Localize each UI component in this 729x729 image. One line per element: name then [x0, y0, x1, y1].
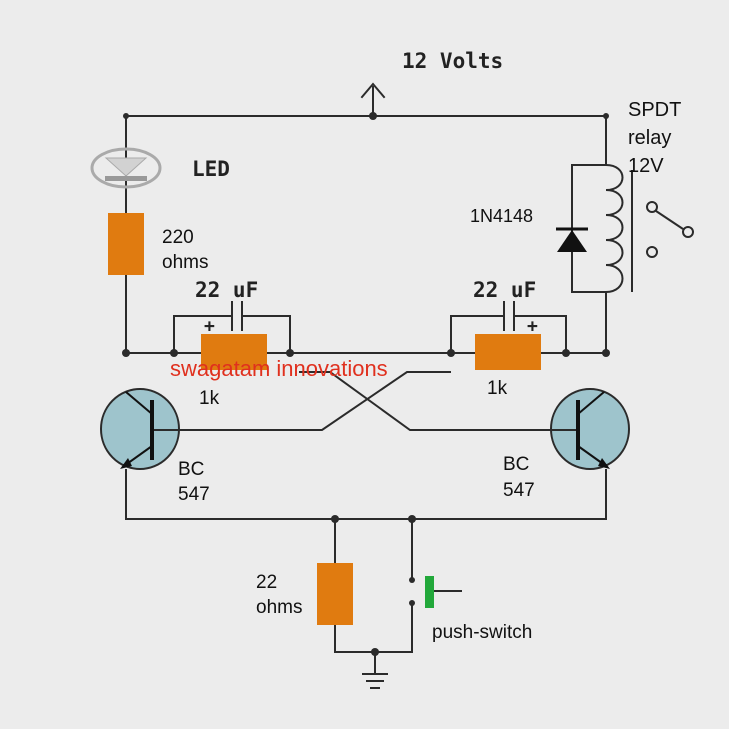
emitter-res-unit: ohms: [256, 597, 302, 618]
switch-contact-dot: [409, 600, 415, 606]
led-icon: [90, 147, 162, 189]
cross-wire-b: [299, 371, 553, 431]
cap-left-wire-b: [241, 315, 291, 354]
relay-label-3: 12V: [628, 155, 664, 177]
switch-contact-dot: [409, 577, 415, 583]
cap-left-polarity: +: [204, 316, 215, 337]
relay-contacts-icon: [646, 201, 694, 258]
cap-left-label: 22 uF: [195, 278, 258, 302]
resistor-220-unit: ohms: [162, 252, 208, 273]
cap-right-polarity: +: [527, 316, 538, 337]
junction-dots: [122, 112, 610, 656]
relay-coil-icon: [605, 164, 633, 293]
junction-dot: [408, 515, 416, 523]
resistor-220-value: 220: [162, 227, 194, 248]
resistor-1k-right: [475, 334, 541, 370]
base-res-left-label: 1k: [199, 388, 220, 409]
cap-right-label: 22 uF: [473, 278, 536, 302]
junction-dot: [286, 349, 294, 357]
junction-dot: [122, 349, 130, 357]
junction-dot: [170, 349, 178, 357]
junction-dot: [603, 113, 609, 119]
transistor-right-label-2: 547: [503, 480, 535, 501]
diode-icon: [556, 227, 588, 252]
diode-label: 1N4148: [470, 206, 533, 226]
emitter-res-value: 22: [256, 572, 277, 593]
junction-dot: [123, 113, 129, 119]
junction-dot: [562, 349, 570, 357]
push-switch-icon: [425, 576, 462, 608]
cap-right-wire-b: [513, 315, 567, 354]
base-res-right-label: 1k: [487, 378, 508, 399]
switch-label: push-switch: [432, 622, 532, 643]
cap-left-wire-a: [173, 315, 233, 354]
relay-label-2: relay: [628, 127, 671, 149]
junction-dot: [331, 515, 339, 523]
watermark: swagatam innovations: [170, 356, 388, 381]
led-label: LED: [192, 157, 230, 181]
transistor-right-label-1: BC: [503, 454, 529, 475]
resistor-220: [108, 213, 144, 275]
relay-label-1: SPDT: [628, 99, 681, 121]
cross-wire-a: [177, 371, 451, 431]
junction-dot: [369, 112, 377, 120]
junction-dot: [602, 349, 610, 357]
transistor-left-label-2: 547: [178, 484, 210, 505]
supply-arrow: [360, 82, 386, 99]
cap-right-wire-a: [450, 315, 505, 354]
resistor-1k-left: [201, 334, 267, 370]
transistor-left-icon: [100, 388, 180, 470]
transistor-left-label-1: BC: [178, 459, 204, 480]
junction-dot: [371, 648, 379, 656]
junction-dot: [447, 349, 455, 357]
supply-label: 12 Volts: [402, 49, 503, 73]
resistor-22: [317, 563, 353, 625]
transistor-right-icon: [550, 388, 630, 470]
